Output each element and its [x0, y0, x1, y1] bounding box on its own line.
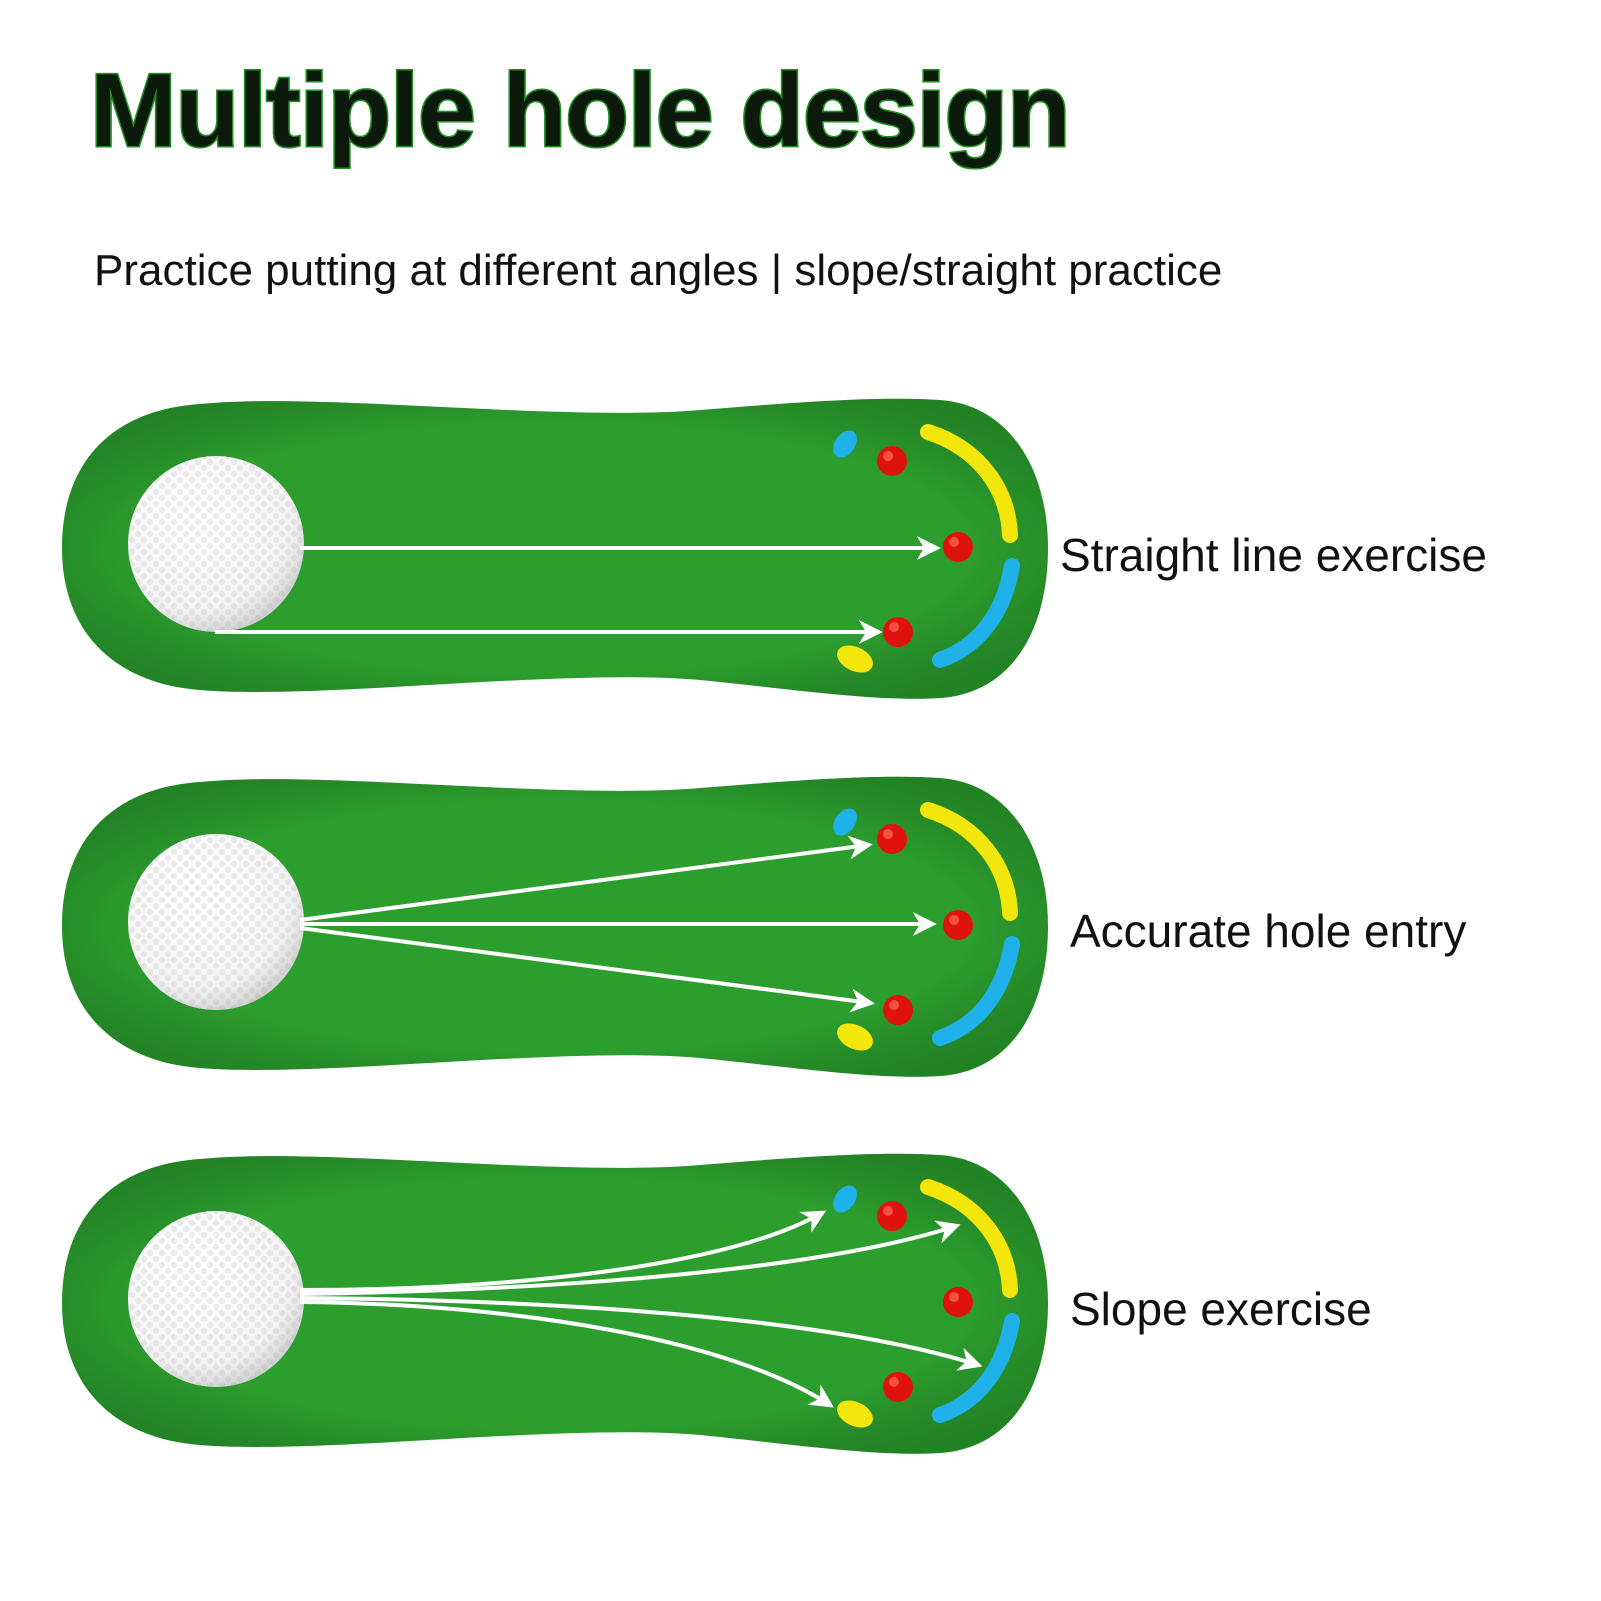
hole-highlight: [883, 451, 893, 461]
mat-label-slope: Slope exercise: [1070, 1283, 1372, 1335]
golf-ball-shading: [128, 456, 304, 632]
putt-arrow-2-1: [299, 835, 873, 922]
hole-3: [883, 1372, 913, 1402]
golf-ball-shading: [128, 834, 304, 1010]
hole-2: [943, 910, 973, 940]
hole-3: [883, 617, 913, 647]
yellow-arc-bumper: [920, 802, 1018, 921]
hole-2: [943, 532, 973, 562]
hole-3: [883, 995, 913, 1025]
yellow-mark: [837, 1023, 873, 1051]
golf-ball-shading: [128, 1211, 304, 1387]
hole-highlight: [889, 1000, 899, 1010]
hole-highlight: [889, 1377, 899, 1387]
putt-arrow-3-1: [299, 1210, 827, 1292]
mat-shading: [62, 776, 1048, 1077]
blue-mark: [833, 1185, 857, 1213]
blue-arc-bumper: [932, 1313, 1020, 1423]
yellow-mark: [837, 645, 873, 673]
yellow-arc-bumper: [920, 424, 1018, 543]
putting-mat-2: [62, 776, 1048, 1077]
page-title: Multiple hole design: [89, 52, 1073, 171]
hole-1: [877, 824, 907, 854]
page-subtitle: Practice putting at different angles | s…: [94, 246, 1223, 295]
yellow-mark: [837, 1400, 873, 1428]
mat-label-straight-line: Straight line exercise: [1060, 529, 1487, 581]
hole-1: [877, 1201, 907, 1231]
blue-arc-bumper: [932, 936, 1020, 1046]
yellow-arc-bumper: [920, 1179, 1018, 1298]
putt-arrow-3-3: [299, 1296, 983, 1371]
hole-highlight: [949, 915, 959, 925]
mat-label-accurate-entry: Accurate hole entry: [1070, 905, 1467, 957]
hole-highlight: [949, 1292, 959, 1302]
putt-arrow-2-3: [299, 926, 875, 1013]
hole-highlight: [883, 829, 893, 839]
putt-arrow-3-4: [299, 1300, 835, 1408]
hole-highlight: [889, 622, 899, 632]
hole-1: [877, 446, 907, 476]
hole-highlight: [949, 537, 959, 547]
hole-2: [943, 1287, 973, 1317]
blue-arc-bumper: [932, 558, 1020, 668]
putt-arrow-3-2: [299, 1220, 961, 1296]
hole-highlight: [883, 1206, 893, 1216]
blue-mark: [833, 430, 857, 458]
blue-mark: [833, 808, 857, 836]
